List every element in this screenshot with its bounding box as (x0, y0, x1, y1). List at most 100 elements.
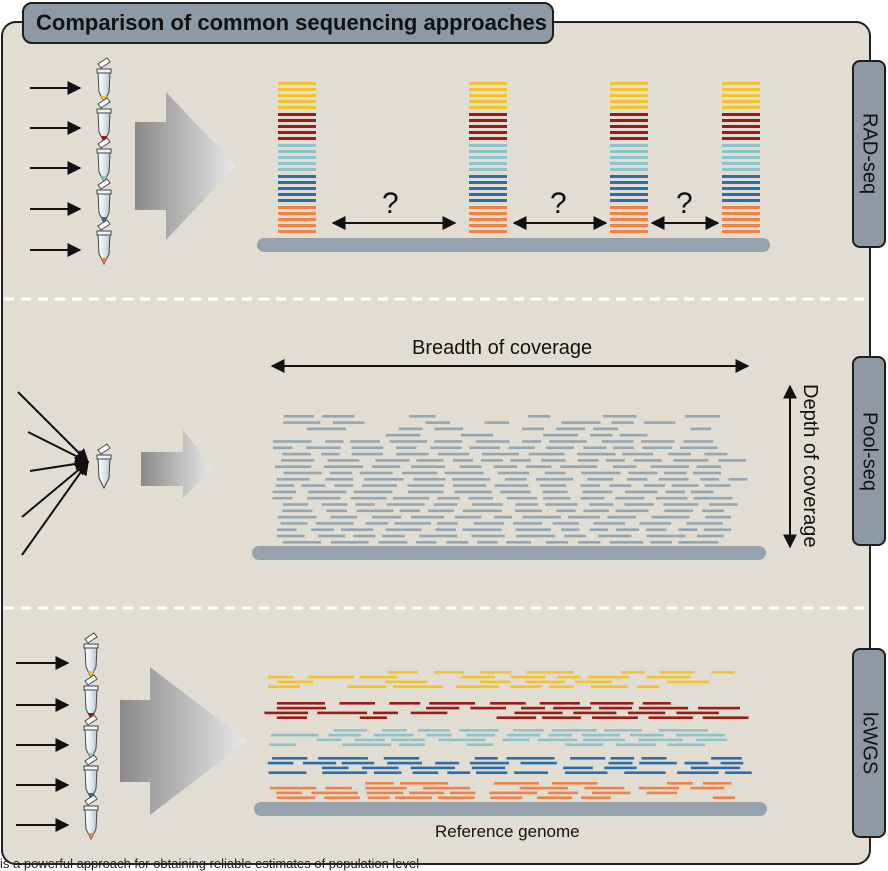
lcwgs-read (638, 786, 679, 790)
pool-read (542, 490, 568, 494)
lcwgs-read (666, 680, 710, 684)
rad-read (278, 162, 316, 165)
lcwgs-read (659, 671, 695, 674)
rad-read (278, 175, 316, 178)
rad-read (722, 94, 760, 97)
pool-read (622, 452, 653, 456)
pool-read (322, 415, 355, 418)
rad-read (469, 175, 507, 178)
pool-read (545, 541, 569, 544)
pool-read (650, 541, 673, 544)
pool-read (402, 471, 438, 475)
pool-read (416, 459, 444, 462)
pool-read (671, 484, 699, 487)
lcwgs-read (433, 671, 465, 674)
lcwgs-read (429, 702, 475, 705)
lcwgs-read (627, 711, 666, 715)
lcwgs-read (267, 761, 294, 765)
lcwgs-read (690, 766, 741, 770)
lcwgs-read (268, 675, 294, 679)
pool-read (644, 421, 676, 424)
pool-read (452, 459, 473, 462)
pool-read (497, 471, 530, 475)
footer-partial-text: is a powerful approach for obtaining rel… (0, 856, 420, 871)
rad-read (278, 156, 316, 159)
pool-read (350, 440, 380, 443)
pool-read (624, 503, 654, 506)
pool-read (609, 541, 644, 544)
lcwgs-read (621, 671, 645, 674)
rad-read (722, 106, 760, 109)
lcwgs-read (592, 716, 638, 719)
rad-read (469, 206, 507, 209)
lcwgs-read (399, 782, 449, 785)
rad-read (722, 168, 760, 171)
pool-read (526, 465, 552, 468)
pool-read (351, 452, 383, 456)
lcwgs-read (638, 706, 689, 710)
lcwgs-read (426, 706, 460, 710)
tab-pool-seq: Pool-seq (852, 356, 886, 546)
pool-read (437, 496, 460, 500)
pool-read (678, 541, 719, 544)
lcwgs-read (581, 733, 621, 737)
tab-lcwgs: lcWGS (852, 648, 886, 838)
lcwgs-read (466, 743, 494, 746)
pool-read (277, 528, 297, 531)
rad-read (722, 162, 760, 165)
pool-read (351, 446, 384, 450)
pool-read (276, 534, 305, 538)
sample-tube-icon (96, 137, 112, 184)
pool-read (613, 446, 634, 450)
rad-read (610, 94, 648, 97)
pool-read (308, 490, 347, 494)
pool-read (399, 509, 421, 513)
rad-read (610, 82, 648, 85)
lcwgs-read (525, 680, 565, 684)
pool-read (702, 509, 725, 513)
pool-read (633, 459, 662, 462)
pool-read (353, 534, 376, 538)
pool-read (593, 522, 625, 525)
pool-read (327, 459, 360, 462)
lcwgs-read (591, 791, 631, 795)
rad-read (469, 168, 507, 171)
pool-read (329, 471, 353, 475)
rad-read (722, 193, 760, 196)
pool-read (556, 427, 586, 431)
lcwgs-read (624, 771, 666, 774)
pool-read (280, 522, 308, 525)
rad-read (722, 187, 760, 190)
pool-read (515, 528, 551, 531)
lcwgs-read (307, 675, 354, 679)
rad-read (610, 175, 648, 178)
lcwgs-read (490, 796, 523, 799)
lcwgs-read (410, 711, 448, 715)
pool-read (601, 440, 634, 443)
pool-read (454, 515, 482, 519)
pool-read (568, 515, 600, 519)
rad-gap-question-1: ? (382, 187, 399, 220)
lcwgs-read (720, 761, 744, 765)
rad-read (722, 181, 760, 184)
lcwgs-read (269, 743, 296, 746)
rad-read (610, 218, 648, 221)
pool-read (545, 503, 578, 506)
pool-read (543, 433, 579, 437)
lcwgs-read (365, 786, 407, 790)
rad-read (469, 119, 507, 122)
pool-read (615, 528, 640, 531)
pool-read (693, 496, 733, 500)
pool-read (437, 452, 470, 456)
lcwgs-read (450, 791, 476, 795)
lcwgs-read (412, 771, 439, 774)
sample-tube-icon (83, 674, 99, 721)
rad-read (278, 119, 316, 122)
lcwgs-read (471, 766, 506, 770)
figure-title: Comparison of common sequencing approach… (22, 2, 554, 44)
pool-read (544, 471, 566, 475)
rad-read (469, 94, 507, 97)
pool-read (409, 415, 436, 418)
lcwgs-read (384, 680, 428, 684)
pool-read (583, 509, 609, 513)
